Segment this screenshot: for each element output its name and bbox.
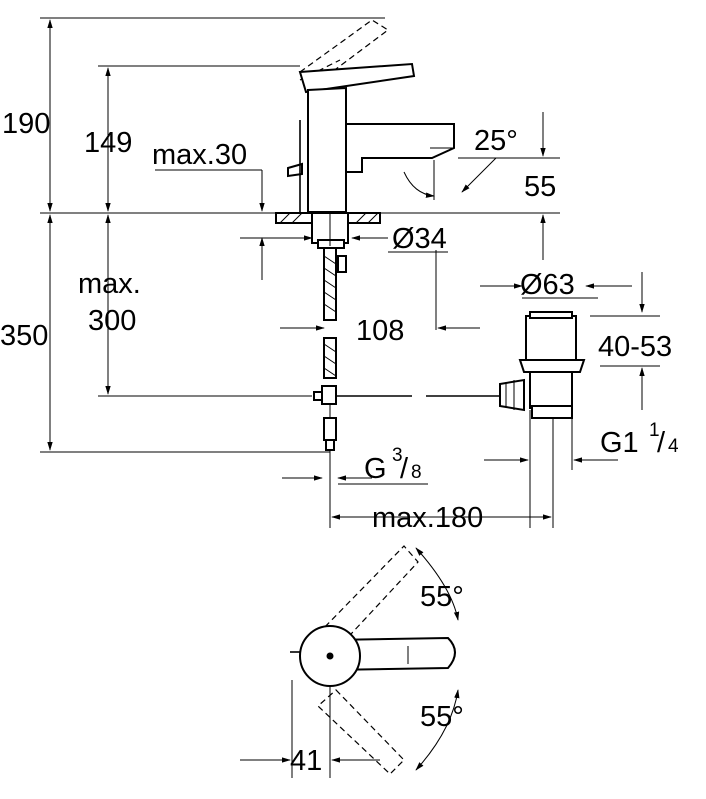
dim-g-prefix: G [364, 453, 387, 485]
dim-25-degree: 25° [474, 125, 518, 157]
dim-41: 41 [290, 745, 322, 777]
dim-55-degree-bottom: 55° [420, 701, 464, 733]
dim-g-one-quarter: G1 1 / 4 [600, 420, 679, 459]
dim-55: 55 [524, 171, 556, 203]
dim-max-180: max.180 [372, 502, 483, 534]
dim-diameter-34: Ø34 [392, 223, 447, 255]
fraction-slash: / [400, 453, 409, 485]
dim-g1-prefix: G1 [600, 427, 639, 459]
dim-350: 350 [0, 320, 48, 352]
dim-g1-denominator: 4 [668, 436, 679, 457]
dim-g1-numerator: 1 [649, 420, 660, 441]
dim-g-numerator: 3 [392, 445, 403, 466]
faucet-top-view [290, 545, 456, 775]
dim-108: 108 [356, 315, 404, 347]
fraction-slash: / [657, 427, 666, 459]
dim-max-30: max.30 [152, 139, 247, 171]
dim-diameter-63: Ø63 [520, 269, 575, 301]
dim-149: 149 [84, 127, 132, 159]
dim-max-300-line2: 300 [88, 305, 136, 337]
faucet-side-view [275, 19, 500, 451]
dim-g-three-eighths: G 3 / 8 [364, 445, 422, 485]
pop-up-waste [499, 311, 586, 419]
dim-max-300-line1: max. [78, 268, 141, 300]
dim-40-53: 40-53 [598, 331, 672, 363]
dim-55-degree-top: 55° [420, 581, 464, 613]
dim-190: 190 [2, 108, 50, 140]
dim-g-denominator: 8 [411, 462, 422, 483]
dimension-lines [47, 19, 660, 778]
